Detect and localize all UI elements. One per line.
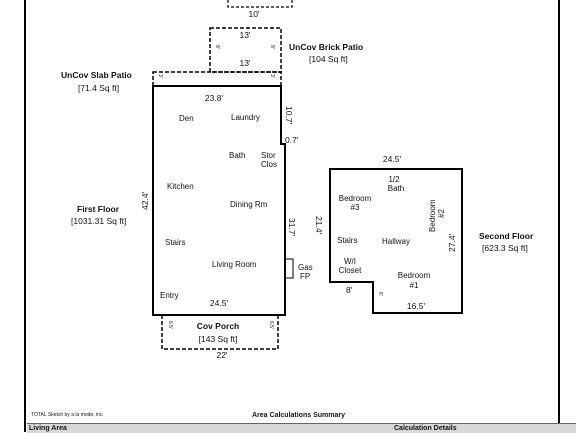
top-dimension: 10' xyxy=(248,9,260,19)
room-wi: W/I xyxy=(344,257,356,266)
room-closet: Closet xyxy=(338,266,362,275)
porch-dim-left: 6.5' xyxy=(167,321,173,329)
first-floor-dim-bottom: 24.5' xyxy=(209,298,229,308)
second-floor-label: Second Floor xyxy=(479,231,534,241)
room-bedroom2: Bedroom xyxy=(428,199,437,232)
living-area-heading: Living Area xyxy=(29,425,67,432)
room-bedroom1: Bedroom xyxy=(397,271,431,280)
second-floor-dim-notch-h: 8' xyxy=(346,285,353,295)
porch-area: [143 Sq ft] xyxy=(198,334,238,344)
brick-patio-dim-right: 8' xyxy=(269,45,275,49)
first-floor-dim-notch: 0.7' xyxy=(285,135,299,145)
brick-patio-area: [104 Sq ft] xyxy=(309,54,348,64)
first-floor-dim-right-main: 31.7' xyxy=(287,218,297,237)
software-credit: TOTAL Sketch by a la mode, inc. xyxy=(31,412,104,418)
brick-patio-label: UnCov Brick Patio xyxy=(289,42,364,52)
left-border-line xyxy=(24,0,26,432)
room-bedroom3-num: #3 xyxy=(350,203,360,212)
slab-patio-area: [71.4 Sq ft] xyxy=(78,83,120,93)
area-summary-heading: Area Calculations Summary xyxy=(252,412,345,419)
gas-fireplace-box xyxy=(284,258,294,279)
porch-dim-bottom: 22' xyxy=(216,350,228,360)
slab-patio-outline xyxy=(152,71,282,87)
brick-patio-dim-top: 13' xyxy=(239,30,251,40)
second-floor-outline xyxy=(329,168,463,314)
brick-patio-dim-left: 8' xyxy=(214,45,220,49)
second-floor-dim-notch-v: 6' xyxy=(377,292,383,296)
first-floor-area: [1031.31 Sq ft] xyxy=(71,216,127,226)
room-clos: Clos xyxy=(261,160,278,169)
first-floor-dim-top: 23.8' xyxy=(204,93,224,103)
room-entry: Entry xyxy=(160,291,179,300)
second-floor-dim-left: 21.4' xyxy=(314,216,324,235)
slab-patio-dim-left: 3' xyxy=(157,74,163,78)
gas-label: Gas xyxy=(298,263,313,272)
first-floor-outline xyxy=(152,85,286,316)
second-floor-dim-bottom: 16.5' xyxy=(406,301,426,311)
brick-patio-dim-bottom: 13' xyxy=(239,58,251,68)
first-floor-dim-left: 42.4' xyxy=(140,191,150,210)
room-hallway: Hallway xyxy=(382,237,411,246)
first-floor-label: First Floor xyxy=(77,204,120,214)
room-bedroom3: Bedroom xyxy=(338,194,372,203)
room-bedroom1-num: #1 xyxy=(409,281,419,290)
slab-patio-dim-right: 3' xyxy=(269,74,275,78)
room-stairs-second: Stairs xyxy=(337,236,358,245)
first-floor-dim-right-upper: 10.7' xyxy=(284,106,294,125)
room-living: Living Room xyxy=(212,260,257,269)
porch-outline xyxy=(161,315,279,350)
second-floor-dim-right: 27.4' xyxy=(447,233,457,252)
top-fragment-outline xyxy=(227,0,293,8)
room-bath: Bath xyxy=(229,151,246,160)
room-stor: Stor xyxy=(261,151,276,160)
calc-details-heading: Calculation Details xyxy=(394,425,457,432)
room-stairs-first: Stairs xyxy=(165,238,186,247)
room-dining: Dining Rm xyxy=(230,200,268,209)
right-border-line xyxy=(558,0,560,432)
room-laundry: Laundry xyxy=(231,113,260,122)
room-bedroom2-num: #2 xyxy=(437,209,446,218)
porch-dim-right: 6.5' xyxy=(268,321,274,329)
fp-label: FP xyxy=(300,272,311,281)
room-half-bath-num: 1/2 xyxy=(388,175,400,184)
porch-label: Cov Porch xyxy=(196,321,240,331)
second-floor-area: [623.3 Sq ft] xyxy=(482,243,528,253)
room-kitchen: Kitchen xyxy=(167,182,194,191)
room-half-bath: Bath xyxy=(387,184,405,193)
second-floor-dim-top: 24.5' xyxy=(382,154,402,164)
footer-header-bar: Living Area Calculation Details xyxy=(27,423,576,433)
slab-patio-label: UnCov Slab Patio xyxy=(61,70,132,80)
room-den: Den xyxy=(179,114,194,123)
